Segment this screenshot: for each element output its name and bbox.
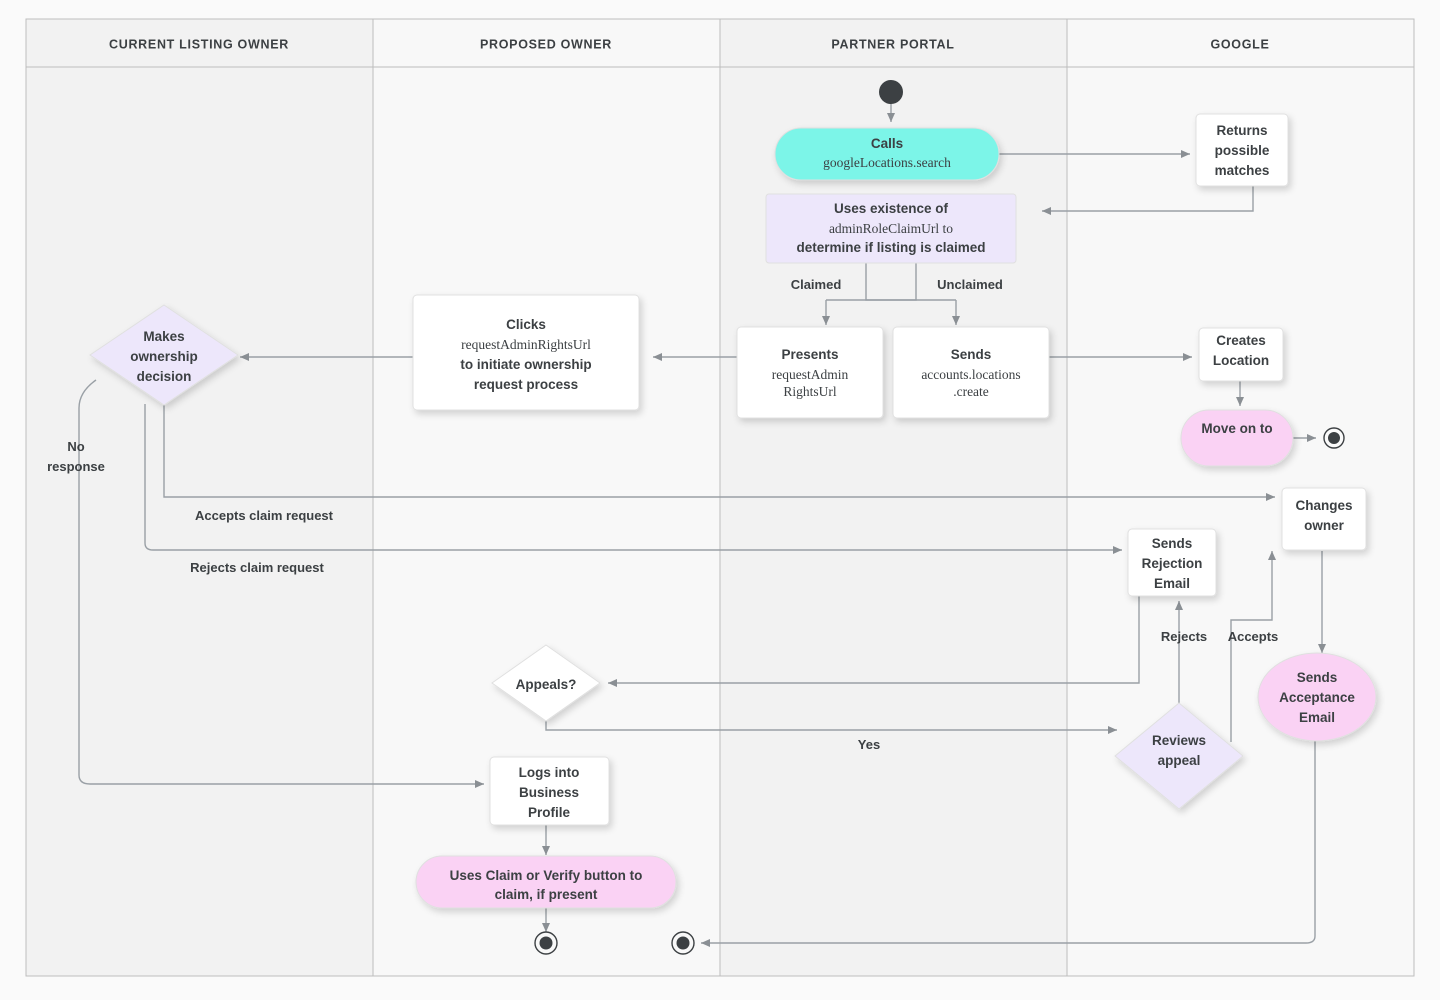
edge-rejects-claim-to-rejection-email [144,404,1122,554]
reviews-appeal[interactable] [1114,702,1244,810]
presents-line-1: requestAdmin [772,367,849,382]
sends-acceptance-line-0: Sends [1297,670,1338,685]
calls-google-locations-search-line-1: googleLocations.search [823,155,951,170]
edge-label-accepts: Accepts [1228,629,1279,644]
sends-rejection-line-2: Email [1154,576,1190,591]
clicks-line-2: to initiate ownership [460,357,591,372]
logs-in-line-2: Profile [528,805,571,820]
edge-label-unclaimed: Unclaimed [937,277,1003,292]
clicks-request-admin-rights-url[interactable] [412,294,640,411]
uses-claim-line-1: claim, if present [495,887,598,902]
sends-accounts-locations-create[interactable] [892,326,1050,419]
reviews-appeal-line-0: Reviews [1152,733,1206,748]
uses-existence-line-0: Uses existence of [834,201,949,216]
lane-title-partner-portal: PARTNER PORTAL [831,37,954,51]
end-node-partner-portal [671,931,695,955]
returns-possible-matches[interactable] [1195,113,1289,187]
sends-rejection-line-1: Rejection [1142,556,1203,571]
end-node-proposed-owner [534,931,558,955]
edge-label-accepts-claim-request: Accepts claim request [195,508,334,523]
presents-line-0: Presents [781,347,838,362]
sends-create-line-1: accounts.locations [921,367,1020,382]
creates-location[interactable] [1198,327,1284,382]
calls-google-locations-search-line-0: Calls [871,136,903,151]
edge-label-claimed: Claimed [791,277,842,292]
move-on-to-label: Move on to [1201,421,1272,436]
lane-headers: CURRENT LISTING OWNER PROPOSED OWNER PAR… [25,18,1415,68]
end-node-google [1323,427,1345,449]
lane-title-proposed-owner: PROPOSED OWNER [480,37,612,51]
uses-claim-or-verify-button[interactable] [415,855,677,909]
lane-header-current-listing-owner [25,18,374,68]
makes-decision-line-2: decision [137,369,192,384]
sends-acceptance-email[interactable] [1257,652,1377,742]
sends-create-line-0: Sends [951,347,992,362]
edge-label-no-response-2: response [47,459,105,474]
uses-existence-of-admin-role-claim-url[interactable] [765,193,1017,264]
sends-create-line-2: .create [953,384,989,399]
edge-label-no-response: No [67,439,84,454]
makes-decision-line-0: Makes [143,329,184,344]
edge-returns-to-uses-existence [1042,186,1254,215]
creates-location-line-0: Creates [1216,333,1266,348]
edge-label-rejects: Rejects [1161,629,1207,644]
clicks-line-1: requestAdminRightsUrl [461,337,591,352]
reviews-appeal-line-1: appeal [1158,753,1201,768]
edge-rejection-email-to-appeals [608,595,1140,687]
lane-title-current-listing-owner: CURRENT LISTING OWNER [109,37,289,51]
uses-claim-line-0: Uses Claim or Verify button to [450,868,643,883]
appeals-decision[interactable] [491,644,601,722]
edge-no-response-to-logs-in [78,379,484,788]
sends-acceptance-line-1: Acceptance [1279,690,1355,705]
start-node [879,80,903,104]
sends-acceptance-line-2: Email [1299,710,1335,725]
connectors [78,104,1326,947]
lane-title-google: GOOGLE [1210,37,1269,51]
sends-rejection-email[interactable] [1127,528,1217,597]
logs-in-line-1: Business [519,785,579,800]
returns-possible-matches-line-1: possible [1215,143,1270,158]
returns-possible-matches-line-0: Returns [1216,123,1267,138]
edge-label-rejects-claim-request: Rejects claim request [190,560,324,575]
makes-ownership-decision[interactable] [89,304,239,406]
changes-owner-line-0: Changes [1295,498,1352,513]
presents-line-2: RightsUrl [783,384,837,399]
logs-in-line-0: Logs into [519,765,580,780]
edge-label-yes: Yes [858,737,880,752]
appeals-label: Appeals? [516,677,577,692]
changes-owner-line-1: owner [1304,518,1345,533]
edge-acceptance-email-to-end-partner [701,741,1316,947]
sends-rejection-line-0: Sends [1152,536,1193,551]
edge-accepts-claim-to-changes-owner [163,404,1275,501]
clicks-line-0: Clicks [506,317,546,332]
makes-decision-line-1: ownership [130,349,198,364]
calls-google-locations-search[interactable] [774,127,1000,181]
clicks-line-3: request process [474,377,578,392]
uses-existence-line-1: adminRoleClaimUrl to [829,221,953,236]
presents-request-admin-rights-url[interactable] [736,326,884,419]
returns-possible-matches-line-2: matches [1215,163,1270,178]
uses-existence-line-2: determine if listing is claimed [796,240,985,255]
edge-reviews-accepts-to-changes-owner [1230,551,1276,742]
edge-fork-right [826,263,917,301]
creates-location-line-1: Location [1213,353,1269,368]
move-on-to[interactable] [1180,409,1294,467]
changes-owner[interactable] [1281,487,1367,551]
logs-into-business-profile[interactable] [489,756,610,826]
